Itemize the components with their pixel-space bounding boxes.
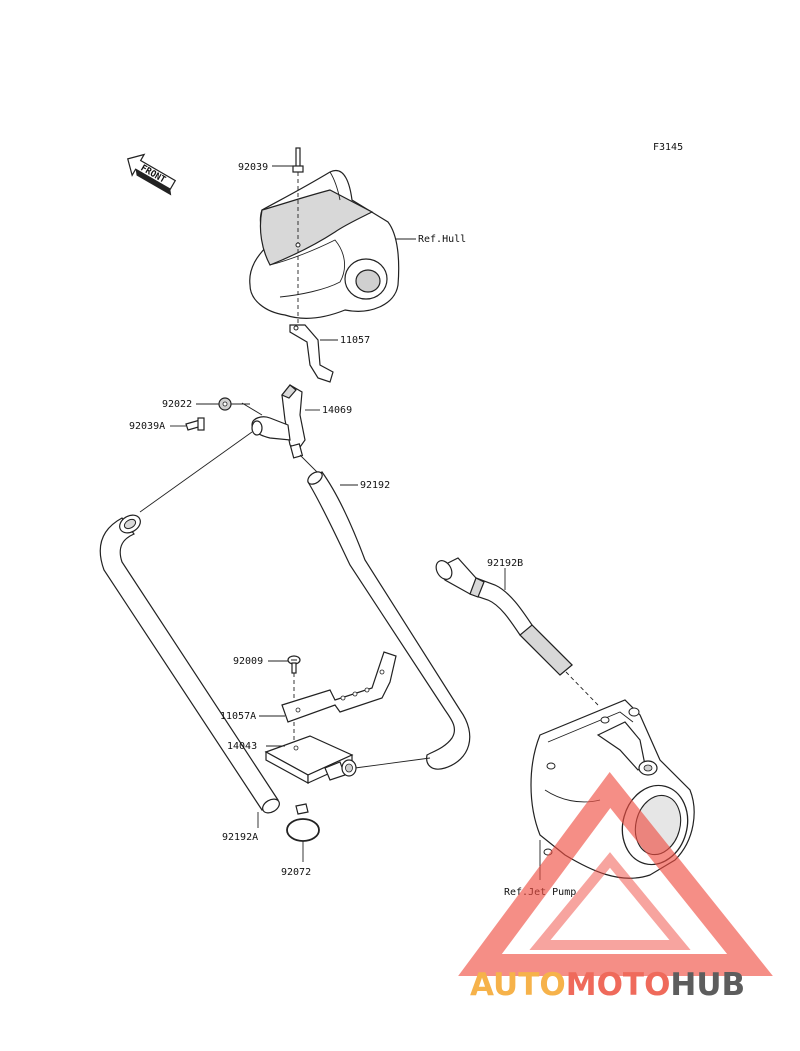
label-92009: 92009 [233,656,263,667]
part-92022-washer: 92022 [162,397,250,411]
part-92192B-hose: 92192B [435,557,599,706]
label-14043: 14043 [227,741,257,752]
figure-code: F3145 [653,142,683,153]
part-11057A-bracket: 11057A [220,651,397,723]
watermark-logo [458,771,773,976]
label-92039A: 92039A [129,421,165,432]
part-92192A-hose: 92192A [99,514,280,843]
label-11057A: 11057A [220,711,256,722]
hull-reference: Ref.Hull [249,169,466,319]
part-92039-bolt: 92039 [238,147,304,325]
label-92192A: 92192A [222,832,258,843]
label-92022: 92022 [162,399,192,410]
label-92039: 92039 [238,162,268,173]
label-92192B: 92192B [487,558,523,569]
part-92192-hose: 92192 [299,454,471,770]
watermark-auto: AUTO [470,967,566,1003]
label-ref-hull: Ref.Hull [418,234,466,245]
part-14069-fitting: 14069 [241,384,352,459]
watermark-hub: HUB [670,967,745,1003]
front-arrow-icon: FRONT [127,153,177,196]
label-92192: 92192 [360,480,390,491]
label-14069: 14069 [322,405,352,416]
watermark-triangle-icon [458,771,773,976]
watermark-moto: MOTO [566,967,671,1003]
part-92072-clamp: 92072 [281,803,320,878]
label-11057: 11057 [340,335,370,346]
part-14043-plate: 14043 [227,735,357,785]
label-92072: 92072 [281,867,311,878]
watermark-text: AUTOMOTOHUB [470,967,745,1003]
part-11057-bracket: 11057 [289,324,370,383]
part-92009-screw: 92009 [233,655,301,745]
part-92039A-bolt: 92039A [129,417,205,432]
